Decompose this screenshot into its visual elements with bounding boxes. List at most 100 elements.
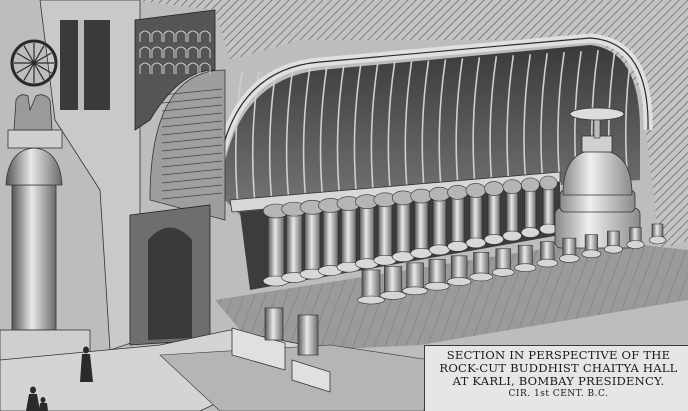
stair-step — [161, 168, 223, 176]
column-base — [465, 237, 487, 249]
stump-base — [424, 281, 450, 291]
gallery-arch — [151, 62, 163, 74]
column-shaft — [285, 212, 303, 274]
gallery-arch — [187, 46, 199, 58]
stair-step — [161, 160, 223, 168]
vault-rib — [319, 66, 328, 201]
stair-step — [161, 184, 223, 192]
column — [299, 199, 325, 280]
railing-block-2 — [291, 359, 331, 393]
column-shaft — [487, 192, 501, 236]
vault-rib — [489, 56, 498, 191]
column-shaft — [450, 195, 465, 243]
vault-rib — [302, 67, 311, 202]
stump-base — [491, 268, 515, 277]
column-shaft — [267, 214, 285, 278]
wheel-spoke — [33, 62, 45, 81]
barrel-vault — [220, 45, 640, 215]
column-stump — [536, 241, 558, 268]
gallery-arch — [139, 62, 151, 74]
gallery-arch — [175, 62, 187, 74]
column-shaft — [469, 194, 483, 240]
gallery-arch — [175, 30, 187, 42]
column-shaft — [395, 201, 411, 254]
lion-pillar — [0, 39, 91, 361]
stump-base — [536, 258, 558, 268]
column-capital — [502, 179, 522, 195]
column-stump — [491, 248, 515, 277]
column — [262, 203, 290, 287]
column — [391, 190, 415, 263]
gallery-arch — [175, 46, 187, 58]
stair-step — [161, 96, 223, 104]
stair-step — [161, 112, 223, 120]
column-stump — [648, 223, 667, 245]
stump-base — [446, 277, 472, 286]
stump-shaft — [384, 266, 403, 296]
vault-cut-edge-outline — [214, 37, 649, 201]
stupa-shaft — [593, 117, 601, 139]
stump-base — [626, 240, 645, 249]
vault-rib — [421, 60, 430, 195]
column-shaft — [542, 186, 555, 226]
column — [447, 185, 469, 252]
column-stump — [424, 259, 450, 291]
column — [428, 186, 451, 256]
column-base — [502, 230, 522, 242]
human-figures — [26, 346, 93, 411]
gallery-arch — [199, 30, 211, 42]
gallery-arch — [163, 46, 175, 58]
entrance-facade — [39, 0, 226, 351]
lion-pillar-abacus — [7, 129, 63, 149]
column — [318, 198, 343, 276]
wheel-spoke — [33, 62, 52, 74]
column — [539, 175, 558, 235]
column-stump — [604, 230, 623, 254]
caption-line-1: SECTION IN PERSPECTIVE OF THE — [446, 348, 671, 362]
column — [336, 196, 361, 273]
gallery-arches — [139, 30, 211, 74]
entrance-arch — [148, 227, 192, 340]
gallery-arch — [151, 30, 163, 42]
column-base — [447, 241, 469, 252]
vault-rib — [268, 69, 277, 204]
stump-left-1 — [264, 307, 284, 341]
vault-rib — [336, 65, 345, 200]
column — [355, 194, 379, 269]
vault-rib — [455, 58, 464, 193]
vault-rib — [370, 63, 379, 198]
vault-rib — [506, 55, 515, 190]
column-stump — [379, 266, 407, 300]
stair-step — [161, 152, 223, 160]
vault-rib — [387, 62, 396, 197]
vault-rib — [353, 64, 362, 199]
stump-base — [402, 286, 429, 296]
vault-rib — [285, 68, 294, 203]
facade-window-mullion — [78, 20, 84, 110]
column — [484, 181, 504, 245]
gallery-arch — [139, 46, 151, 58]
column-capital — [410, 188, 433, 204]
column — [410, 188, 433, 259]
column-shaft — [505, 190, 519, 233]
vault-rib — [523, 54, 532, 189]
column-capital — [520, 177, 540, 193]
column-shaft — [414, 199, 429, 250]
vault-rib — [404, 61, 413, 196]
column-base — [484, 234, 504, 245]
front-column-stumps — [357, 223, 667, 305]
column-stump — [559, 237, 580, 263]
stair-step — [161, 88, 223, 96]
lion-pillar-shaft — [11, 184, 57, 331]
gallery-arch — [151, 46, 163, 58]
wheel-spoke — [16, 52, 35, 64]
stump-base — [357, 295, 385, 305]
caption-line-3: AT KARLI, BOMBAY PRESIDENCY. — [452, 374, 665, 388]
stair-step — [161, 128, 223, 136]
column-capital — [465, 183, 487, 198]
dharma-wheel-spokes — [14, 43, 54, 83]
column-shaft — [377, 203, 393, 257]
stair-step — [161, 176, 223, 184]
gallery-arch — [187, 62, 199, 74]
stump-base — [581, 249, 602, 259]
